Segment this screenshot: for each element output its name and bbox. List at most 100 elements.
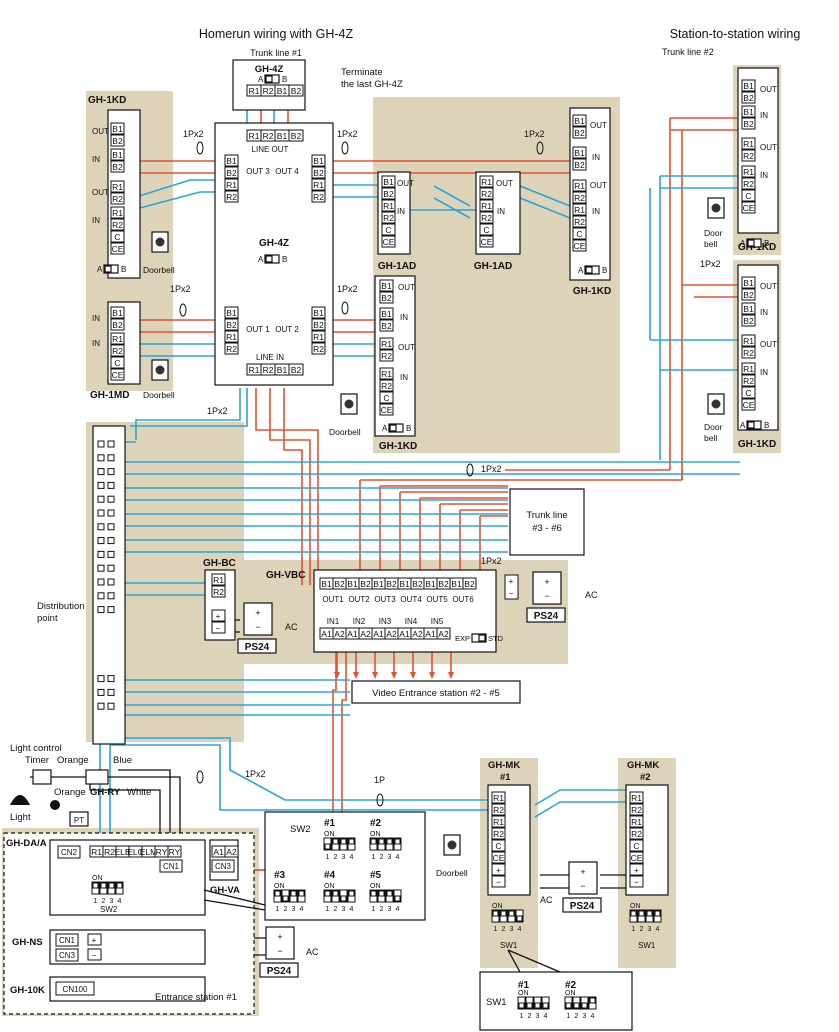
gh1kd-right-1-terminal-label: R1 <box>743 167 754 177</box>
sw1-dip-2-num: 4 <box>591 1013 595 1020</box>
gh1kd-left-terminal-label: R2 <box>112 220 123 230</box>
cable-1px2-label: 1Px2 <box>481 464 502 474</box>
trunk2-label: Trunk line #2 <box>662 47 714 57</box>
arrow-head <box>429 672 435 679</box>
station-heading: Station-to-station wiring <box>670 27 801 41</box>
ghmk1-sw1-lever <box>500 910 507 917</box>
gh1kd-center-terminal-label: C <box>383 393 389 403</box>
sw2-dip-num: 4 <box>350 854 354 861</box>
gh1ad-1-terminal-label: B1 <box>383 177 394 187</box>
distribution-terminal <box>97 702 105 710</box>
gh1kd-center-terminal <box>379 337 394 350</box>
distribution-label-2: point <box>37 613 58 624</box>
gh1ad-2-terminal-label: CE <box>481 237 493 247</box>
gh1kd-center-terminal <box>379 291 394 304</box>
sw2-dip-num: 1 <box>276 906 280 913</box>
doorbell-icon-button <box>447 840 457 850</box>
out3-label: OUT 3 <box>246 167 270 176</box>
sw2-dip-num: 2 <box>380 906 384 913</box>
sw1-dip-2-num: 1 <box>567 1013 571 1020</box>
gh1ad-2-terminal-label: R2 <box>481 189 492 199</box>
distribution-terminal <box>107 578 115 586</box>
ghda-sw2-num: 2 <box>102 898 106 905</box>
gh1kd-right-1-out2: OUT <box>760 143 777 152</box>
gh1kd-center-terminal-label: R2 <box>381 381 392 391</box>
distribution-terminal <box>97 454 105 462</box>
gh1md-terminal <box>110 332 125 345</box>
cable-1px2-label: 1Px2 <box>337 129 358 139</box>
cn2-connector <box>57 845 81 859</box>
ghvbc-in-terminal-label: A2 <box>386 629 397 639</box>
gh1kd-left-terminal-label: B2 <box>112 162 123 172</box>
gh1ad-2-terminal-label: R2 <box>481 213 492 223</box>
sw2-dip-num: 2 <box>284 906 288 913</box>
gh1kd-right-2-terminal <box>741 276 756 289</box>
gh1kd-right-1-in1: IN <box>760 111 768 120</box>
gh4z-lineout-terminal-label: B1 <box>277 131 288 141</box>
white-label: White <box>127 787 151 798</box>
gh1kd-right-2-terminal <box>741 362 756 375</box>
ps24-bc-minus: − <box>255 622 260 632</box>
blue-wire <box>433 185 471 207</box>
ps24-vbc-badge <box>526 607 566 623</box>
gh1kd-left-terminal <box>110 242 125 255</box>
gh1kd-center-in2: IN <box>400 373 408 382</box>
sw1-leader <box>507 949 561 973</box>
ps24-entrance <box>265 926 295 960</box>
ghmk2-sw1-lever <box>654 910 661 917</box>
ghmk2-sw1-label: SW1 <box>638 941 656 950</box>
gh1kd-right-2-out1: OUT <box>760 282 777 291</box>
exp-label: EXP <box>455 634 470 643</box>
ghda-terminal-label: ELB <box>114 847 130 857</box>
ghvbc-out-terminal-label: B2 <box>464 579 475 589</box>
gh1ad-1-terminal <box>381 175 396 188</box>
ghns-title: GH-NS <box>12 937 43 948</box>
ac-label: AC <box>285 622 298 632</box>
ps24-mk-label: PS24 <box>570 901 595 912</box>
orange-label: Orange <box>57 755 89 766</box>
sw2-id: #2 <box>370 818 382 829</box>
gh1ad-2-terminal <box>479 235 494 248</box>
blue-wire <box>534 789 630 806</box>
gh1kd-right-2-terminal <box>741 302 756 315</box>
gh4z-lineout-terminal-label: R2 <box>263 131 274 141</box>
ps24-entrance-plus: + <box>277 932 282 942</box>
gh4z-out2-terminal-label: R1 <box>313 332 324 342</box>
gh1md-terminal-label: B2 <box>112 320 123 330</box>
cable-1px2-label: 1Px2 <box>183 129 204 139</box>
gh1ad-1-terminal <box>381 187 396 200</box>
ghda-sw2-lever <box>100 882 107 889</box>
ps24-bc <box>243 602 273 636</box>
distribution-terminal <box>97 509 105 517</box>
sw2-panel-title: SW2 <box>290 824 311 835</box>
gh4z-out4-terminal-label: B2 <box>313 168 324 178</box>
ghmk2-sw1-lever <box>646 910 653 917</box>
ps24-mk-minus: − <box>580 881 585 891</box>
pt-box <box>69 811 89 827</box>
sw1-dip-1-num: 2 <box>528 1013 532 1020</box>
ghmk1-sw1-label: SW1 <box>500 941 518 950</box>
gh1kd-center-terminal-label: B1 <box>381 281 392 291</box>
ghmk1-sw1-lever <box>508 910 515 917</box>
gh1kd-right-2-in2: IN <box>760 368 768 377</box>
gh1kd-center-out2: OUT <box>398 343 415 352</box>
distribution-terminal <box>107 537 115 545</box>
ps24-vbc <box>532 571 562 605</box>
gh1kd-left-terminal-label: R1 <box>112 208 123 218</box>
gh1kd-mid-out1: OUT <box>590 121 607 130</box>
ghmk1-terminal-label: − <box>496 877 501 887</box>
distribution-terminal <box>107 606 115 614</box>
arrow-head <box>410 672 416 679</box>
gh4z-out1-terminal-label: B2 <box>226 320 237 330</box>
gh4z-top-terminal-label: B1 <box>277 86 288 96</box>
gh1ad-1-terminal <box>381 211 396 224</box>
gh1kd-center-switch-knob <box>389 424 397 432</box>
gh1kd-right-2-terminal-label: R2 <box>743 376 754 386</box>
sw2-dip-num: 3 <box>388 854 392 861</box>
ac-label: AC <box>540 895 553 905</box>
gh1kd-right-1-terminal-label: C <box>745 191 751 201</box>
gh4z-top-terminal-label: B2 <box>291 86 302 96</box>
ghmk2-terminal-label: C <box>633 841 639 851</box>
ghda-sw2-num: 3 <box>110 898 114 905</box>
gh1kd-left-out2: OUT <box>92 188 109 197</box>
